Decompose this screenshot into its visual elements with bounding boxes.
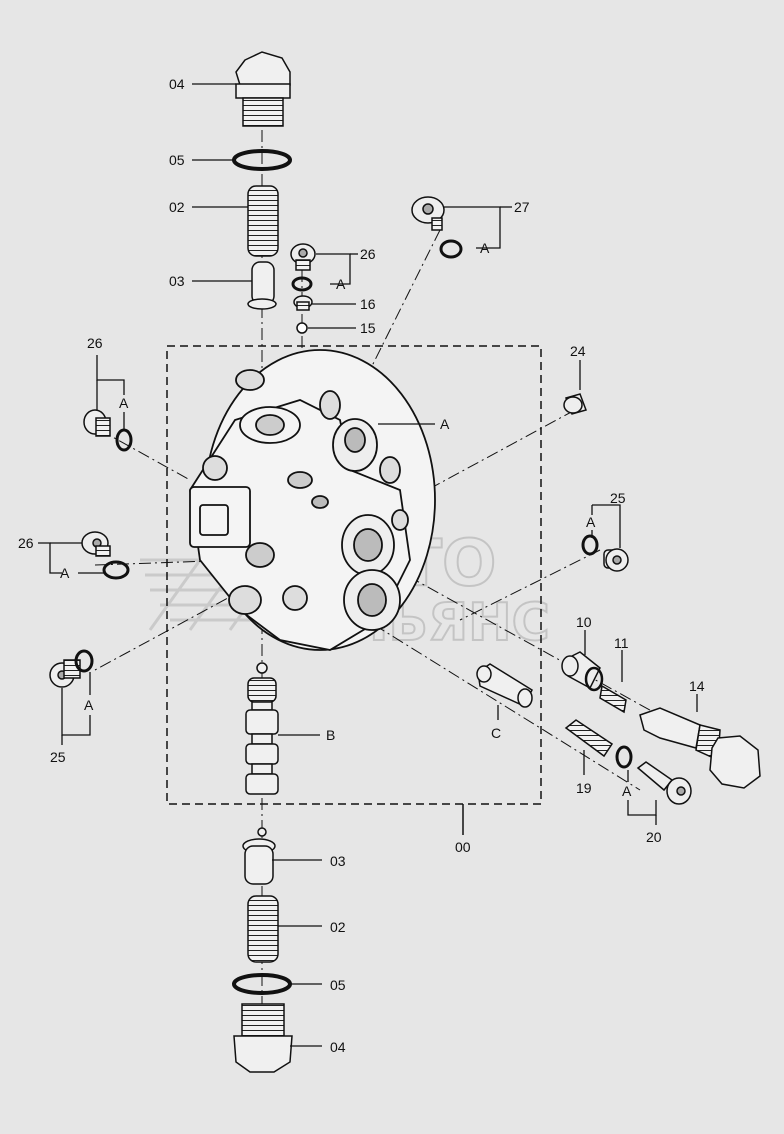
label-26-left: 26 <box>87 335 103 351</box>
o-ring-25-right <box>581 534 599 556</box>
spring-11 <box>599 684 627 714</box>
o-ring-19 <box>615 745 633 769</box>
label-A-25-left: A <box>84 697 94 713</box>
label-04-bottom: 04 <box>330 1039 346 1055</box>
bolt-20 <box>636 761 692 805</box>
plug-16 <box>293 295 313 311</box>
label-16: 16 <box>360 296 376 312</box>
o-ring-25-left <box>74 649 94 673</box>
leader-lines <box>38 83 698 1047</box>
spring-02-top <box>247 185 279 257</box>
spring-02-bottom <box>247 895 279 963</box>
label-05-top: 05 <box>169 152 185 168</box>
bolt-26-mid <box>81 531 111 557</box>
label-02-bottom: 02 <box>330 919 346 935</box>
label-25-left: 25 <box>50 749 66 765</box>
label-24: 24 <box>570 343 586 359</box>
label-A-27: A <box>480 240 490 256</box>
label-A-26-top: A <box>336 276 346 292</box>
label-A-20: A <box>622 783 632 799</box>
label-15: 15 <box>360 320 376 336</box>
label-B: B <box>326 727 335 743</box>
valve-body <box>189 349 436 651</box>
label-02-top: 02 <box>169 199 185 215</box>
label-11: 11 <box>614 635 629 651</box>
spool-B <box>245 662 279 795</box>
assembly-boundary <box>166 345 542 805</box>
label-25-right: 25 <box>610 490 626 506</box>
label-10: 10 <box>576 614 592 630</box>
o-ring-26-mid <box>102 560 130 580</box>
label-A-26-mid: A <box>60 565 70 581</box>
ball-15 <box>296 322 308 334</box>
label-03-bottom: 03 <box>330 853 346 869</box>
o-ring-26-left <box>115 428 133 452</box>
bolt-26-left <box>83 409 111 437</box>
label-05-bottom: 05 <box>330 977 346 993</box>
o-ring-26-top <box>291 276 313 292</box>
label-04-top: 04 <box>169 76 185 92</box>
label-27: 27 <box>514 199 530 215</box>
label-00: 00 <box>455 839 471 855</box>
label-A-main: A <box>440 416 450 432</box>
spring-19 <box>564 719 614 758</box>
label-26-top: 26 <box>360 246 376 262</box>
part-labels: 04 05 02 03 27 A 26 A 16 15 26 A 24 A 26… <box>18 76 705 1055</box>
label-14: 14 <box>689 678 705 694</box>
plug-04-top <box>235 51 291 127</box>
bolt-25-right <box>603 548 629 572</box>
plug-24 <box>563 393 587 415</box>
plug-10 <box>561 651 604 692</box>
label-19: 19 <box>576 780 592 796</box>
seat-03-top <box>247 261 277 310</box>
label-20: 20 <box>646 829 662 845</box>
bolt-26-top <box>290 243 316 271</box>
seat-03-bottom <box>242 827 276 885</box>
label-A-26-left: A <box>119 395 129 411</box>
label-A-25-right: A <box>586 514 596 530</box>
label-26-mid: 26 <box>18 535 34 551</box>
plug-04-bottom <box>233 1003 293 1073</box>
bolt-27 <box>411 196 445 231</box>
adjuster-14 <box>639 707 761 789</box>
o-ring-27 <box>439 239 463 259</box>
valve-C <box>476 663 533 708</box>
label-C: C <box>491 725 501 741</box>
label-03-top: 03 <box>169 273 185 289</box>
